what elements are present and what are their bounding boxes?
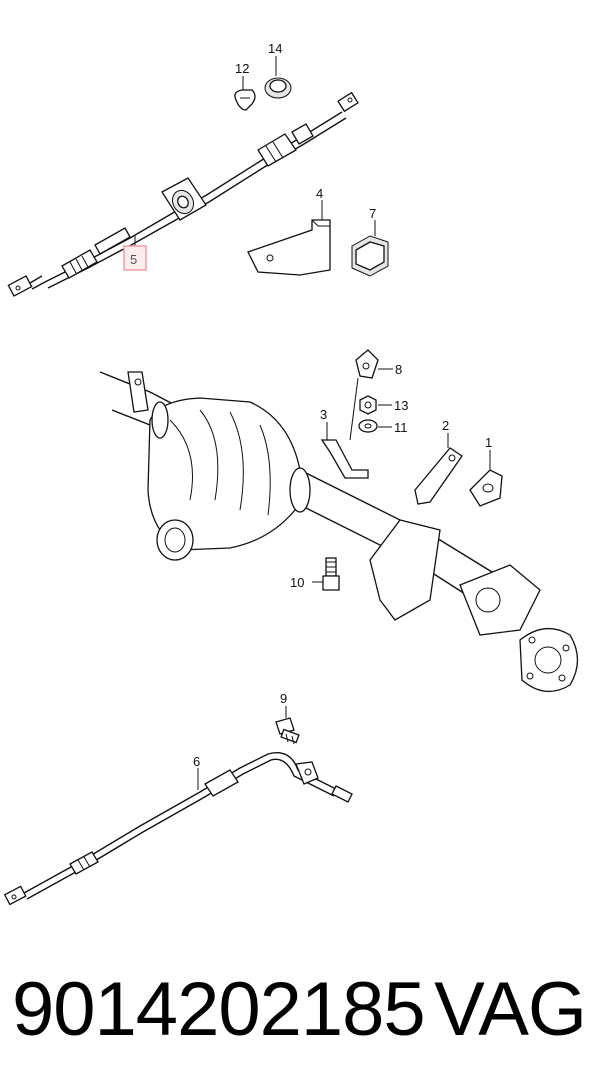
bracket-4 bbox=[247, 219, 331, 276]
damper-7 bbox=[351, 235, 389, 277]
callout-2: 2 bbox=[442, 418, 449, 433]
callout-3: 3 bbox=[320, 407, 327, 422]
bolt-9 bbox=[275, 717, 300, 745]
washer-11 bbox=[358, 419, 378, 433]
callout-14: 14 bbox=[268, 41, 282, 56]
parts-diagram: 5 12 14 4 7 bbox=[3, 41, 579, 906]
callout-12: 12 bbox=[235, 61, 249, 76]
callout-1: 1 bbox=[485, 435, 492, 450]
part-number: 9014202185 bbox=[12, 967, 426, 1052]
rear-axle-drawing bbox=[99, 371, 579, 692]
callout-11: 11 bbox=[394, 420, 408, 435]
callout-7: 7 bbox=[369, 206, 376, 221]
grommet-14 bbox=[264, 77, 292, 99]
callout-5: 5 bbox=[130, 252, 137, 267]
plate-1 bbox=[469, 469, 503, 507]
clip-12 bbox=[234, 89, 256, 111]
callout-10: 10 bbox=[290, 575, 304, 590]
clamp-8 bbox=[349, 349, 379, 441]
callout-9: 9 bbox=[280, 691, 287, 706]
callout-13: 13 bbox=[394, 398, 408, 413]
cable-6-drawing bbox=[3, 752, 353, 906]
callout-5-highlight bbox=[123, 245, 147, 271]
callout-6: 6 bbox=[193, 754, 200, 769]
callout-8: 8 bbox=[395, 362, 402, 377]
brand-name: VAG bbox=[434, 967, 587, 1052]
nut-13 bbox=[359, 395, 377, 415]
bracket-3 bbox=[320, 439, 369, 479]
callout-4: 4 bbox=[316, 186, 323, 201]
bracket-2 bbox=[414, 447, 463, 505]
cable-5-drawing bbox=[7, 91, 359, 297]
bolt-10 bbox=[322, 557, 340, 591]
